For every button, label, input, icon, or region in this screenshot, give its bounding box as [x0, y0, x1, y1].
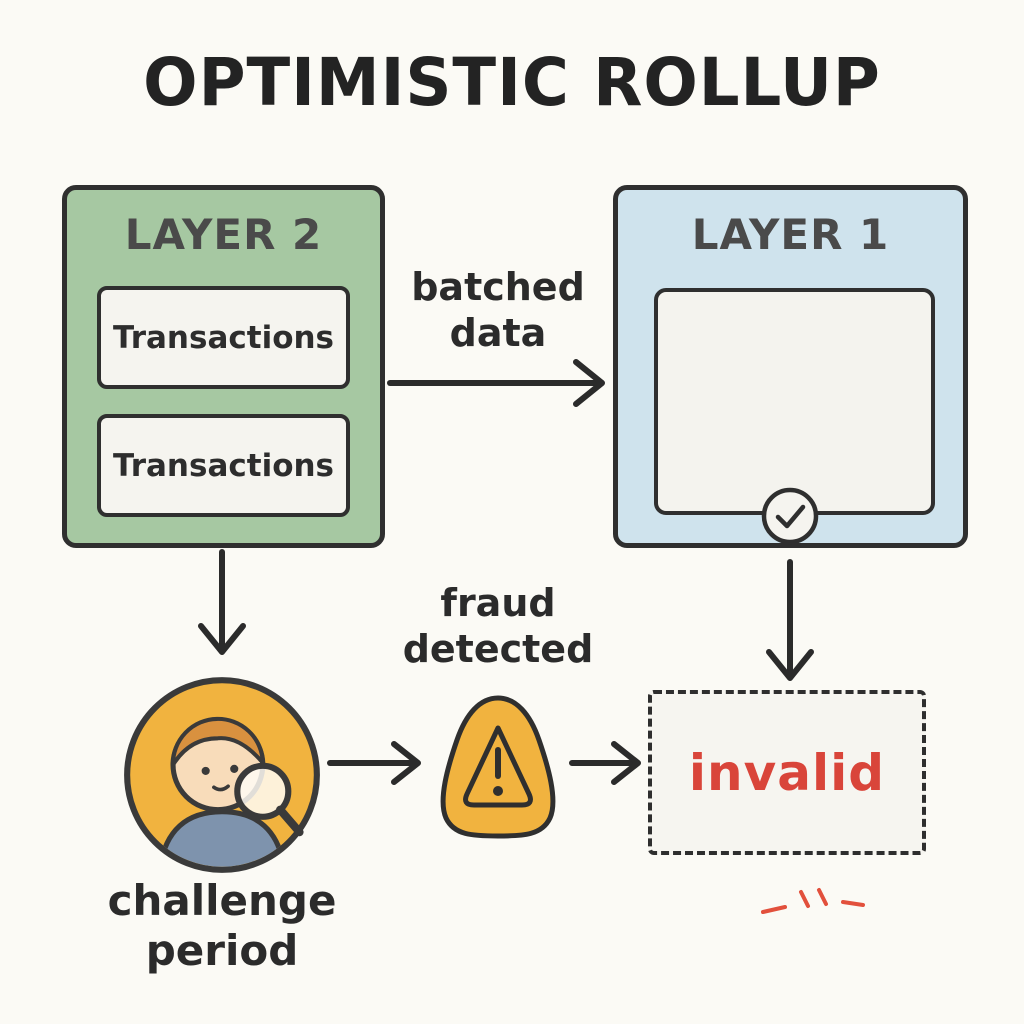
transactions-box-2: Transactions — [97, 414, 350, 517]
batched-data-label: batched data — [411, 265, 585, 356]
check-icon — [761, 487, 819, 545]
red-scribble-marks — [761, 888, 865, 914]
invalid-result-box: invalid — [648, 690, 926, 855]
diagram-title: OPTIMISTIC ROLLUP — [143, 44, 881, 121]
transactions-box-1: Transactions — [97, 286, 350, 389]
layer1-data-box — [654, 288, 935, 515]
challenge-period-label: challenge period — [107, 876, 337, 975]
person-magnifier-icon — [124, 677, 320, 873]
layer1-label: LAYER 1 — [691, 210, 890, 259]
layer2-label: LAYER 2 — [124, 210, 323, 259]
layer2-box: LAYER 2 Transactions Transactions — [62, 185, 385, 548]
invalid-label: invalid — [688, 743, 886, 802]
warning-triangle-icon — [440, 695, 556, 839]
fraud-detected-label: fraud detected — [402, 581, 594, 672]
